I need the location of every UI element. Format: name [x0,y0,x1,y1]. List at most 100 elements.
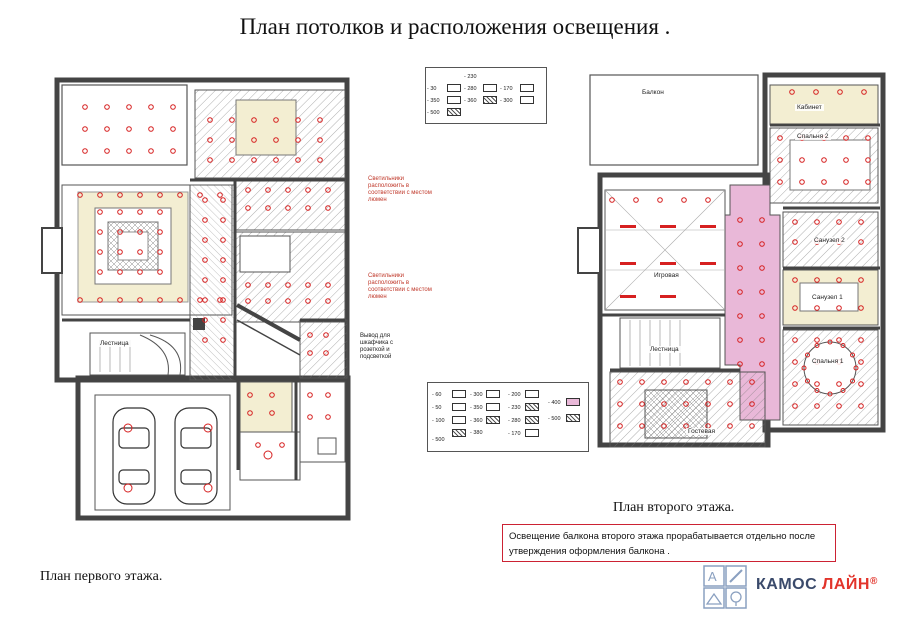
lamp-icon [170,148,176,154]
legend-bottom-item: - 230 [508,405,521,411]
legend-top-item: - 500 [427,110,440,116]
room-label-bedroom-2: Спальня 2 [795,133,831,140]
lamp-icon [323,332,329,338]
lamp-icon [307,392,313,398]
legend-bottom-item: - 280 [508,418,521,424]
legend-bottom-item: - 300 [470,392,483,398]
lamp-icon [789,89,795,95]
svg-text:A: A [708,569,717,584]
note-line-2: утверждения оформления балкона . [509,546,670,557]
lamp-icon [273,157,279,163]
lamp-icon [858,337,864,343]
legend-bottom-item: - 400 [548,400,561,406]
legend-bottom-item: - 500 [432,437,445,443]
room-label-stairs-1: Лестница [98,340,131,347]
room-label-guest: Гостевая [686,428,717,435]
legend-bottom-item: - 500 [548,416,561,422]
lamp-icon [177,192,183,198]
lamp-icon [837,89,843,95]
room-label-stairs-2: Лестница [648,346,681,353]
legend-bottom-item: - 380 [470,430,483,436]
lamp-icon [792,381,798,387]
lamp-icon [325,282,331,288]
lamp-icon [137,209,143,215]
linear-light-icon [620,295,636,298]
legend-bottom-item: - 360 [470,418,483,424]
lamp-icon [117,249,123,255]
lamp-icon [737,265,743,271]
lamp-icon [137,249,143,255]
lamp-icon [220,277,226,283]
lamp-icon [814,337,820,343]
second-floor-plan [577,72,886,448]
lamp-icon [843,179,849,185]
lamp-icon [247,410,253,416]
lamp-icon [220,337,226,343]
lamp-icon [82,126,88,132]
legend-bottom-item: - 170 [508,431,521,437]
annotation-cabinet-outlet: Вывод для шкафчика с розеткой и подсветк… [360,333,393,360]
lamp-icon [82,104,88,110]
lamp-icon [82,148,88,154]
lamp-icon [639,379,645,385]
lamp-icon [202,197,208,203]
lamp-icon [821,179,827,185]
legend-top-item: - 300 [500,98,513,104]
lamp-icon [737,337,743,343]
lamp-icon [265,187,271,193]
lamp-icon [317,117,323,123]
lamp-icon [229,137,235,143]
lamp-icon [853,365,859,371]
lamp-icon [245,187,251,193]
lamp-icon [814,403,820,409]
lamp-icon [97,249,103,255]
lamp-icon [814,381,820,387]
lamp-icon [251,117,257,123]
lamp-icon [202,297,208,303]
linear-light-icon [620,262,636,265]
lamp-icon [117,269,123,275]
lamp-icon [683,401,689,407]
lamp-icon [177,297,183,303]
lamp-icon [126,104,132,110]
legend-top-item: - 350 [427,98,440,104]
page-title: План потолков и расположения освещения . [239,14,671,39]
lamp-icon [295,137,301,143]
legend-bottom-item: - 100 [432,418,445,424]
linear-light-icon [660,225,676,228]
lamp-icon [157,297,163,303]
lamp-icon [858,239,864,245]
lamp-icon [220,197,226,203]
lamp-icon [759,361,765,367]
room-label-balcony: Балкон [640,89,666,96]
lamp-icon [295,117,301,123]
legend-top-item: - 360 [464,98,477,104]
lamp-icon [759,265,765,271]
lamp-icon [801,365,807,371]
lamp-icon [307,332,313,338]
lamp-icon [705,379,711,385]
lamp-icon [157,192,163,198]
lamp-icon [245,205,251,211]
lamp-icon [705,401,711,407]
lamp-icon [840,388,846,394]
lamp-icon [737,289,743,295]
lamp-icon [117,209,123,215]
lamp-icon [126,148,132,154]
lamp-icon [269,392,275,398]
room-label-office: Кабинет [795,104,824,111]
logo-name-part-2: ЛАЙН [822,576,870,593]
lamp-icon [865,179,871,185]
garage-lamps [123,423,273,493]
lamp-icon [814,305,820,311]
lamp-icon [661,423,667,429]
lamp-icon [858,219,864,225]
lamp-icon [325,414,331,420]
room-label-bath-2: Санузел 2 [812,237,847,244]
lamp-icon [97,269,103,275]
lamp-icon [202,317,208,323]
lamp-icon [749,423,755,429]
lamp-icon [295,157,301,163]
linear-light-bars [620,225,716,298]
garage-lamp-icon [203,423,213,433]
